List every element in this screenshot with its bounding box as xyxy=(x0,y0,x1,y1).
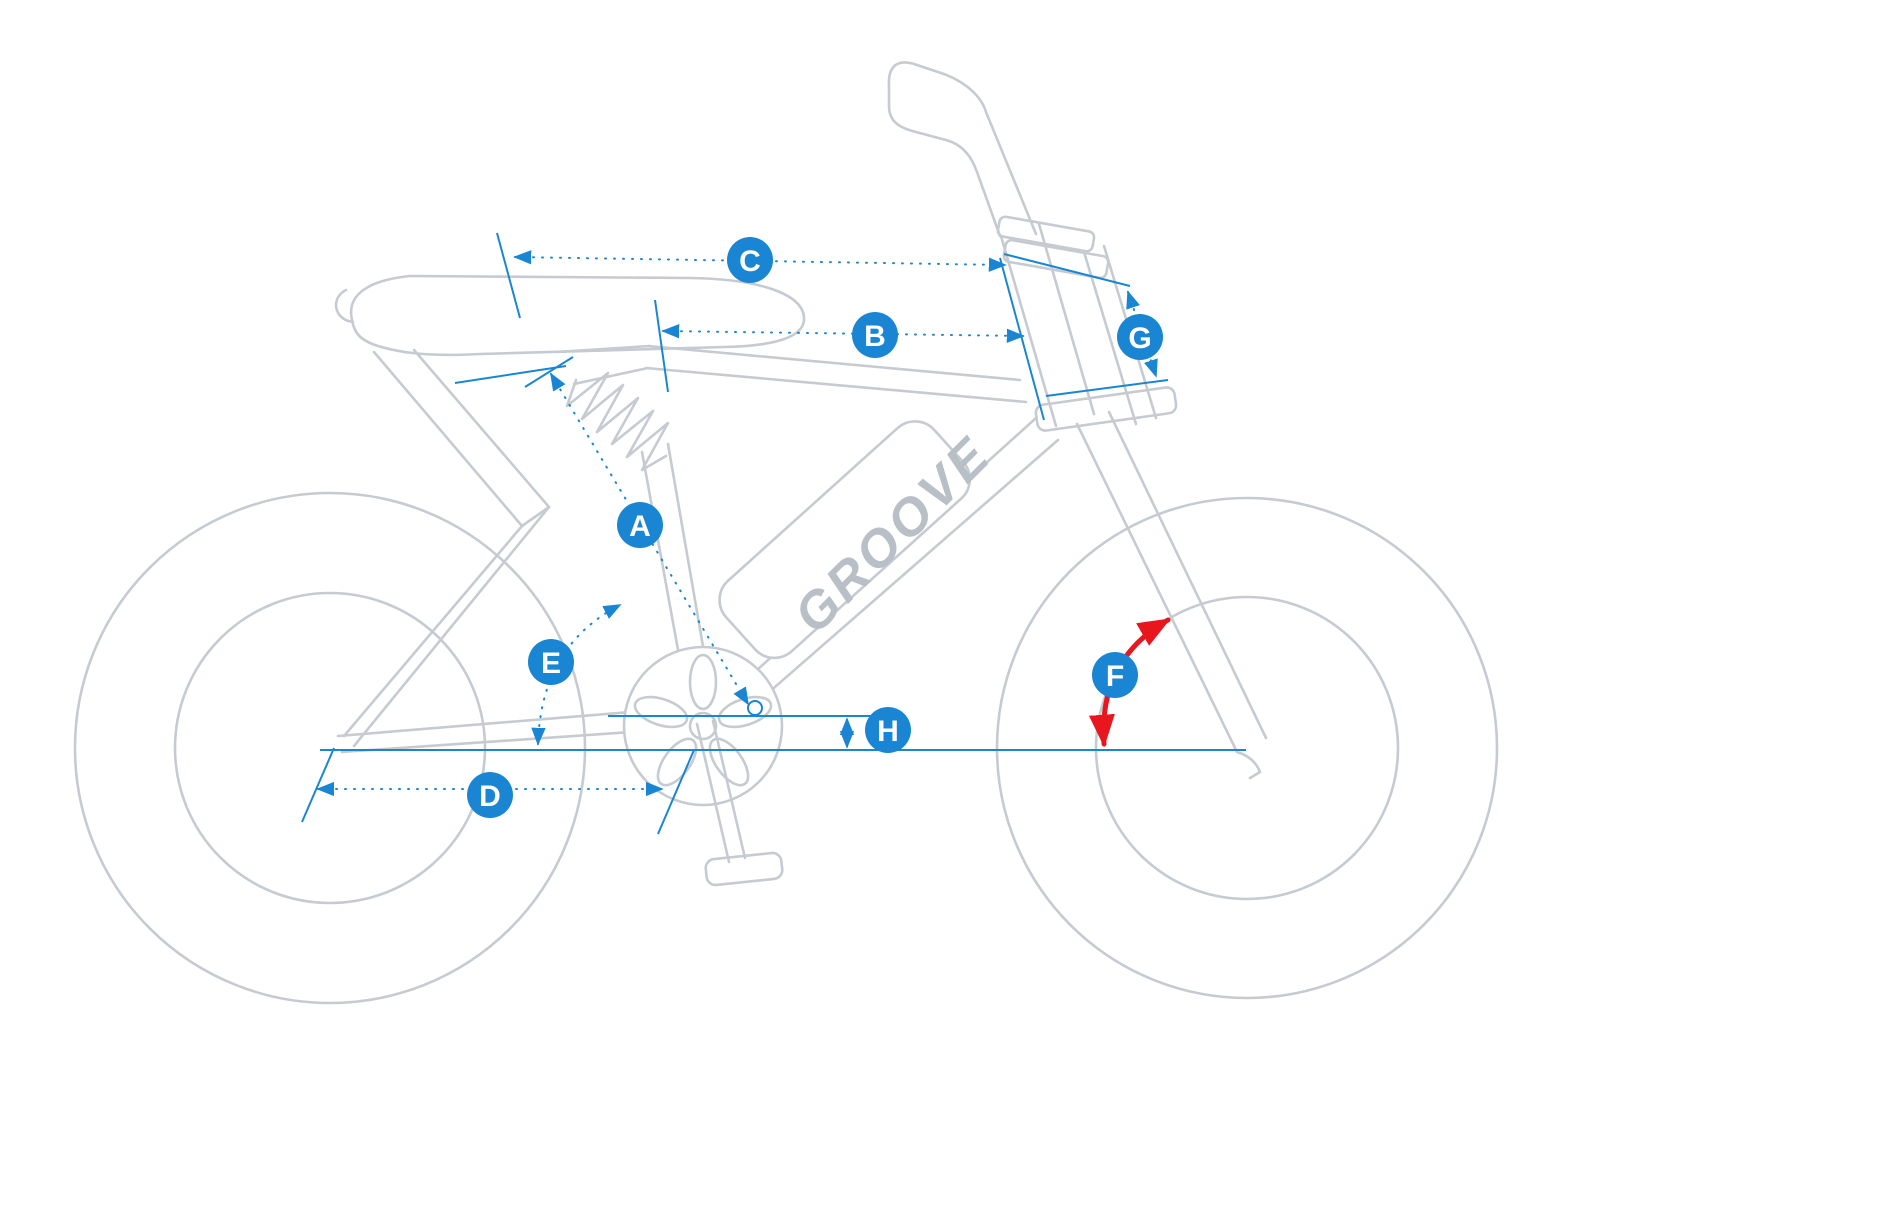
seat-cluster xyxy=(554,344,670,472)
bike-drawing: GROOVE xyxy=(73,61,1499,1005)
dim-g-top-tick xyxy=(1003,253,1131,287)
fork-crown xyxy=(1034,386,1178,432)
dim-a-top-tick xyxy=(524,356,574,388)
chainring xyxy=(622,645,784,807)
dim-b-line xyxy=(661,324,1025,343)
marker-f: F xyxy=(1092,652,1138,698)
dim-c-left-tick xyxy=(496,232,521,319)
rear-frame xyxy=(336,348,662,754)
head-tube-left xyxy=(999,234,1058,428)
marker-f-label: F xyxy=(1106,660,1124,693)
fork-leg-left xyxy=(1075,422,1239,754)
marker-c-circle xyxy=(727,237,773,283)
cluster-bottom-line xyxy=(572,366,650,386)
crankset xyxy=(622,645,784,887)
marker-c-label: C xyxy=(739,245,761,278)
fork-dropout xyxy=(1235,750,1262,780)
marker-a-circle xyxy=(617,502,663,548)
marker-d: D xyxy=(467,772,513,818)
seatstay-2 xyxy=(352,505,551,748)
seat-rack-strut xyxy=(520,505,551,528)
marker-a-label: A xyxy=(629,510,651,543)
front-wheel xyxy=(995,496,1499,1000)
marker-h-label: H xyxy=(877,715,899,748)
marker-g-label: G xyxy=(1128,322,1151,355)
crank-hub xyxy=(688,711,718,741)
dim-d-right-tick xyxy=(657,749,695,835)
head-tube-reference-line xyxy=(999,257,1045,421)
marker-d-circle xyxy=(467,772,513,818)
saddle-outline xyxy=(349,274,806,357)
rear-rim xyxy=(173,591,487,905)
crank-arm-right-edge xyxy=(711,719,747,860)
top-tube-lower xyxy=(644,366,1028,404)
crank-arm-left-edge xyxy=(695,722,731,864)
marker-e-label: E xyxy=(541,647,561,680)
dim-g-bottom-tick xyxy=(1045,379,1169,397)
marker-e-circle xyxy=(528,639,574,685)
top-tube-upper xyxy=(646,344,1022,382)
marker-e: E xyxy=(528,639,574,685)
suspension-spring xyxy=(565,371,670,472)
dim-a-line xyxy=(550,372,749,706)
rear-tire xyxy=(73,491,587,1005)
marker-h: H xyxy=(865,707,911,753)
handlebar-outline xyxy=(887,61,1038,238)
marker-c: C xyxy=(727,237,773,283)
rear-wheel xyxy=(73,491,587,1005)
saddle-rear-hook xyxy=(334,288,355,324)
dim-c-line xyxy=(513,250,1007,272)
stem-clamp-upper xyxy=(996,215,1096,253)
seat-reference-line xyxy=(454,365,567,384)
chainstay-top xyxy=(336,708,657,738)
cluster-top-line xyxy=(554,344,652,354)
marker-f-circle xyxy=(1092,652,1138,698)
marker-a: A xyxy=(617,502,663,548)
front-rim xyxy=(1094,595,1400,901)
stanchion-left xyxy=(1082,250,1138,426)
fork-leg-right xyxy=(1107,410,1268,740)
marker-g: G xyxy=(1117,314,1163,360)
dim-a-endpoint-circle xyxy=(747,700,763,716)
seat-rack-tube-2 xyxy=(412,348,551,509)
front-tire xyxy=(995,496,1499,1000)
dim-d-left-tick xyxy=(301,747,335,823)
marker-g-circle xyxy=(1117,314,1163,360)
saddle xyxy=(334,274,806,357)
marker-b-circle xyxy=(852,312,898,358)
dimension-markers: A B C D E F G H xyxy=(467,237,1163,818)
down-tube-lower xyxy=(742,438,1060,716)
marker-d-label: D xyxy=(479,780,501,813)
top-tube xyxy=(644,344,1028,404)
pedal xyxy=(704,851,784,887)
chainring-cutout-3 xyxy=(708,737,750,787)
fork-assembly xyxy=(996,215,1268,780)
marker-h-circle xyxy=(865,707,911,753)
marker-b: B xyxy=(852,312,898,358)
handlebar xyxy=(887,61,1038,238)
stem-clamp-lower xyxy=(1002,238,1110,280)
seatstay-1 xyxy=(342,524,524,738)
head-tube-right xyxy=(1037,222,1096,416)
marker-b-label: B xyxy=(864,320,886,353)
chainstay-bottom xyxy=(340,728,662,754)
battery: GROOVE xyxy=(718,420,1003,660)
seat-rack-tube-1 xyxy=(372,350,524,528)
